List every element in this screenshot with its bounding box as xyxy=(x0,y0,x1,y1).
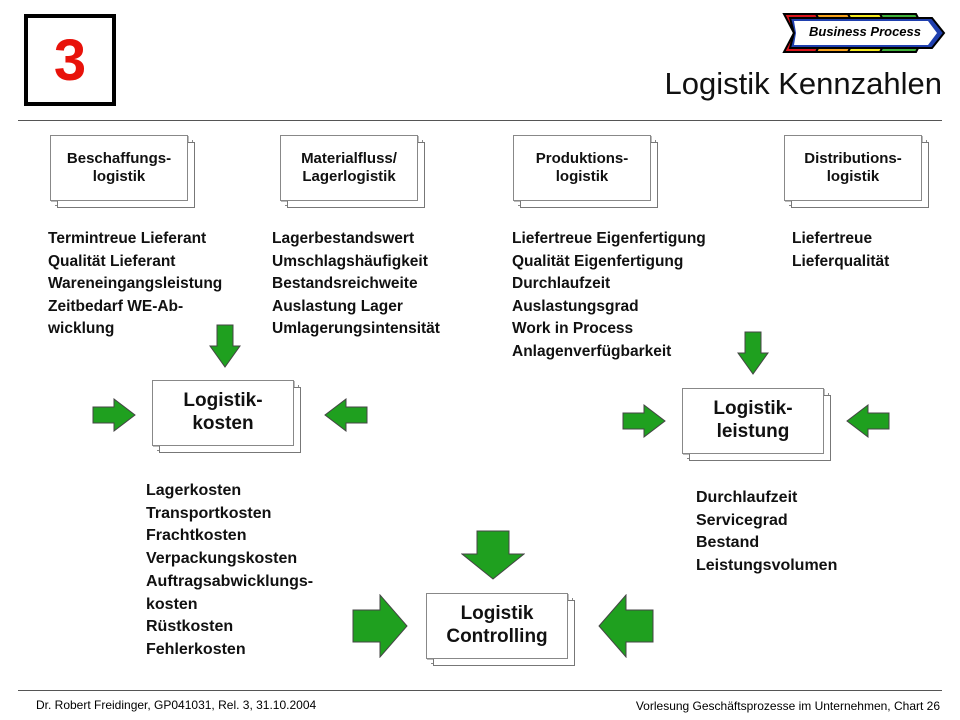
leistung-list: Durchlaufzeit Servicegrad Bestand Leistu… xyxy=(696,487,837,578)
box-label: Logistik- kosten xyxy=(183,390,263,434)
box-label: Logistik Controlling xyxy=(446,603,548,647)
list-item: Zeitbedarf WE-Ab- xyxy=(48,297,184,315)
list-item: Qualität Eigenfertigung xyxy=(512,252,684,270)
list-item: Transportkosten xyxy=(146,504,272,522)
chapter-number-box: 3 xyxy=(24,14,116,106)
arrow-right-icon xyxy=(352,594,408,658)
list-item: Fehlerkosten xyxy=(146,640,246,658)
logistik-kosten-box: Logistik- kosten xyxy=(152,380,299,451)
category-box-materialfluss: Materialfluss/ Lagerlogistik xyxy=(280,135,423,206)
list-item: Lieferqualität xyxy=(792,252,890,270)
list-item: Auslastung Lager xyxy=(272,297,403,315)
chapter-number: 3 xyxy=(53,27,87,93)
category-box-produktion: Produktions- logistik xyxy=(513,135,656,206)
list-item: Durchlaufzeit xyxy=(696,489,798,506)
list-item: Bestandsreichweite xyxy=(272,275,418,292)
footer-course: Vorlesung Geschäftsprozesse im Unternehm… xyxy=(635,699,940,713)
list-item: kosten xyxy=(146,595,198,613)
list-item: Leistungsvolumen xyxy=(696,557,838,575)
list-item: Anlagenverfügbarkeit xyxy=(512,342,672,360)
arrow-right-icon xyxy=(92,398,136,432)
list-item: Servicegrad xyxy=(696,511,788,529)
arrow-down-icon xyxy=(461,530,525,580)
header-divider xyxy=(18,120,942,121)
list-item: Bestand xyxy=(696,534,760,552)
arrow-left-icon xyxy=(846,404,890,438)
category-label: Materialfluss/ Lagerlogistik xyxy=(301,150,397,185)
list-item: Liefertreue Eigenfertigung xyxy=(512,230,706,247)
arrow-left-icon xyxy=(598,594,654,658)
list-item: Verpackungskosten xyxy=(146,550,298,568)
list-item: Auslastungsgrad xyxy=(512,297,639,315)
list-item: Lagerbestandswert xyxy=(272,230,415,247)
business-process-badge: Business Process xyxy=(782,10,950,56)
page-title: Logistik Kennzahlen xyxy=(664,66,942,101)
list-item: Auftragsabwicklungs- xyxy=(146,572,314,590)
kpi-list-distribution: Liefertreue Lieferqualität xyxy=(792,228,889,273)
category-box-distribution: Distributions- logistik xyxy=(784,135,927,206)
list-item: wicklung xyxy=(48,320,115,337)
logistik-leistung-box: Logistik- leistung xyxy=(682,388,829,459)
arrow-left-icon xyxy=(324,398,368,432)
process-chevron-icon xyxy=(782,13,946,53)
arrow-down-icon xyxy=(737,331,769,375)
category-label: Produktions- logistik xyxy=(535,150,629,185)
category-label: Beschaffungs- logistik xyxy=(66,150,172,185)
list-item: Liefertreue xyxy=(792,230,873,247)
logistik-controlling-box: Logistik Controlling xyxy=(426,593,573,664)
list-item: Rüstkosten xyxy=(146,618,234,636)
list-item: Lagerkosten xyxy=(146,482,242,499)
arrow-down-icon xyxy=(209,324,241,368)
arrow-right-icon xyxy=(622,404,666,438)
category-box-beschaffung: Beschaffungs- logistik xyxy=(50,135,193,206)
list-item: Termintreue Lieferant xyxy=(48,230,207,247)
list-item: Durchlaufzeit xyxy=(512,275,611,292)
kpi-list-beschaffung: Termintreue Lieferant Qualität Lieferant… xyxy=(48,228,222,341)
kpi-list-produktion: Liefertreue Eigenfertigung Qualität Eige… xyxy=(512,228,706,363)
list-item: Wareneingangsleistung xyxy=(48,275,223,292)
list-item: Frachtkosten xyxy=(146,527,247,545)
kosten-list: Lagerkosten Transportkosten Frachtkosten… xyxy=(146,480,313,662)
list-item: Work in Process xyxy=(512,320,634,337)
footer-author: Dr. Robert Freidinger, GP041031, Rel. 3,… xyxy=(36,698,317,712)
list-item: Qualität Lieferant xyxy=(48,252,176,270)
kpi-list-materialfluss: Lagerbestandswert Umschlagshäufigkeit Be… xyxy=(272,228,440,341)
badge-label: Business Process xyxy=(808,24,921,39)
footer-divider xyxy=(18,690,942,691)
list-item: Umschlagshäufigkeit xyxy=(272,252,428,270)
box-label: Logistik- leistung xyxy=(713,398,793,442)
category-label: Distributions- logistik xyxy=(804,150,902,185)
list-item: Umlagerungsintensität xyxy=(272,320,440,337)
